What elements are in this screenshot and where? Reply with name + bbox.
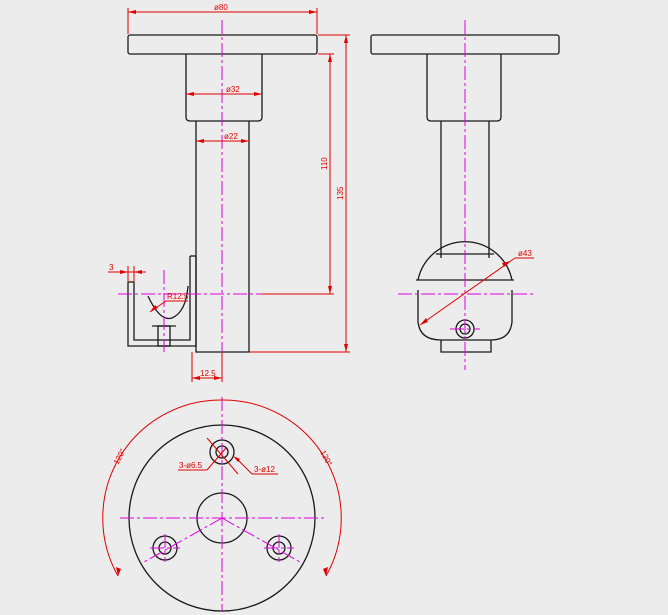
dim-hook-offset: 12.5 (200, 369, 216, 378)
plan-view (120, 397, 324, 612)
side-dimensions: ø43 (419, 249, 534, 326)
front-hook-inner (133, 256, 191, 341)
front-hook-saddle (147, 285, 189, 320)
dim-hook-thickness: 3 (109, 263, 114, 272)
dim-counterbore: 3-ø12 (254, 465, 275, 474)
side-view (370, 20, 560, 370)
front-dimensions: ø80 ø32 ø22 110 135 3 (108, 3, 350, 382)
front-upper-tube (185, 54, 263, 122)
dim-flange-dia: ø80 (214, 3, 228, 12)
dim-upper-tube-dia: ø32 (226, 85, 240, 94)
dim-lower-tube-dia: ø22 (224, 132, 238, 141)
dim-angle-right: 120° (318, 449, 334, 468)
front-view (118, 20, 318, 370)
dim-ball-dia: ø43 (518, 249, 532, 258)
dim-height-135: 135 (336, 186, 345, 200)
arc-120-left (102, 399, 223, 577)
dim-bolt-holes: 3-ø6.5 (179, 461, 203, 470)
side-ball-body (417, 290, 513, 341)
side-upper-tube (426, 54, 502, 122)
dim-hook-radius: R12.5 (167, 292, 189, 301)
side-lower-tube (440, 121, 490, 254)
arc-120-right (221, 399, 342, 577)
dim-height-110: 110 (320, 157, 329, 170)
dim-angle-left: 120° (112, 447, 128, 466)
side-ball-neck (440, 340, 492, 353)
